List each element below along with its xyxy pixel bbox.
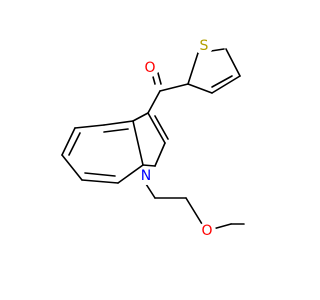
methoxyethyl-chain	[145, 183, 245, 230]
svg-text:N: N	[141, 168, 151, 184]
benzene-ring	[61, 120, 144, 184]
atom-label-ether-oxygen: O	[198, 222, 216, 240]
atom-label-sulfur: S	[195, 37, 213, 55]
thiophene-ring	[187, 48, 241, 94]
atom-label-carbonyl-oxygen: O	[141, 59, 159, 77]
carbonyl-group	[147, 72, 189, 114]
atom-label-nitrogen: N	[137, 167, 155, 185]
svg-text:S: S	[200, 38, 209, 54]
svg-text:O: O	[144, 60, 155, 76]
molecule-structure: O S N O	[61, 37, 245, 240]
pyrrole-ring	[132, 112, 169, 167]
svg-text:O: O	[201, 223, 212, 239]
